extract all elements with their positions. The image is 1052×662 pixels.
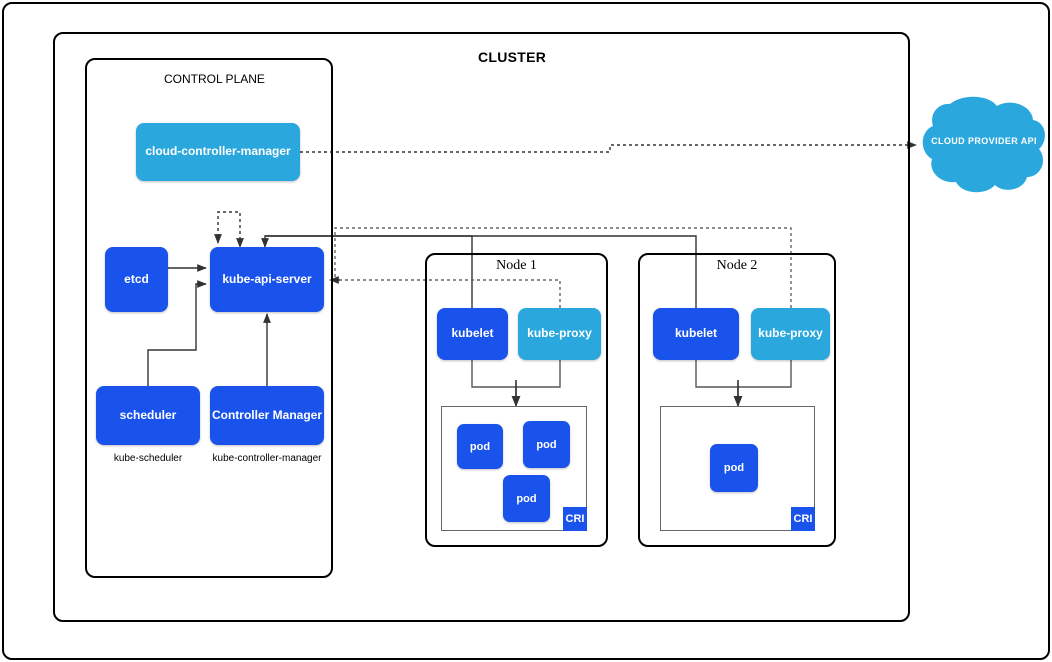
pod-label: pod [516,492,537,505]
node-frame-node-2 [638,253,836,547]
component-label: Controller Manager [211,407,322,422]
cloud-provider-api-shape [922,96,1045,193]
pod-node1-3[interactable]: pod [503,475,550,522]
pod-label: pod [536,438,557,451]
component-cloud-controller-manager[interactable]: cloud-controller-manager [136,123,300,181]
cluster-frame [53,32,910,622]
component-label: cloud-controller-manager [145,144,291,159]
node-title-node-2: Node 2 [716,258,758,273]
component-node1-kube-proxy[interactable]: kube-proxy [518,308,601,360]
component-node2-kubelet[interactable]: kubelet [653,308,739,360]
component-kube-api-server[interactable]: kube-api-server [210,247,324,312]
cloud-provider-api-label: CLOUD PROVIDER API [931,136,1037,146]
caption-kube-scheduler: kube-scheduler [113,453,183,464]
component-node2-kube-proxy[interactable]: kube-proxy [751,308,830,360]
pod-label: pod [469,440,491,453]
cluster-title: CLUSTER [478,49,547,65]
component-node1-kubelet[interactable]: kubelet [437,308,508,360]
component-label: kube-api-server [222,271,312,286]
connector-scheduler-to-apiserver [147,280,207,386]
pod-node1-1[interactable]: pod [457,424,503,469]
component-label: kubelet [674,326,717,341]
node-frame-node-1 [425,253,608,547]
connector-node2-kubelet-to-apiserver [265,235,697,310]
component-controller-manager[interactable]: Controller Manager [210,386,324,445]
component-label: etcd [124,271,149,286]
node-title-node-1: Node 1 [496,258,537,273]
component-etcd[interactable]: etcd [105,247,168,312]
control-plane-title: CONTROL PLANE [164,72,265,86]
connector-apiserver-ccm [214,211,244,248]
component-label: scheduler [119,407,177,422]
pod-node1-2[interactable]: pod [523,421,570,468]
component-scheduler[interactable]: scheduler [96,386,200,445]
connector-ccm-to-cloud-provider [300,141,917,153]
cri-badge-node-1: CRI [563,507,587,531]
pod-node2-1[interactable]: pod [710,444,758,492]
pod-label: pod [723,462,745,474]
cri-badge-node-2: CRI [791,507,815,531]
connector-node1-kubeproxy-to-cri [516,360,561,388]
caption-kube-controller-manager: kube-controller-manager [212,453,322,464]
component-label: kubelet [451,326,494,341]
control-plane-frame [85,58,333,578]
component-label: kube-proxy [527,326,592,341]
component-label: kube-proxy [758,326,823,341]
connector-node2-kubeproxy-to-cri [738,360,792,388]
